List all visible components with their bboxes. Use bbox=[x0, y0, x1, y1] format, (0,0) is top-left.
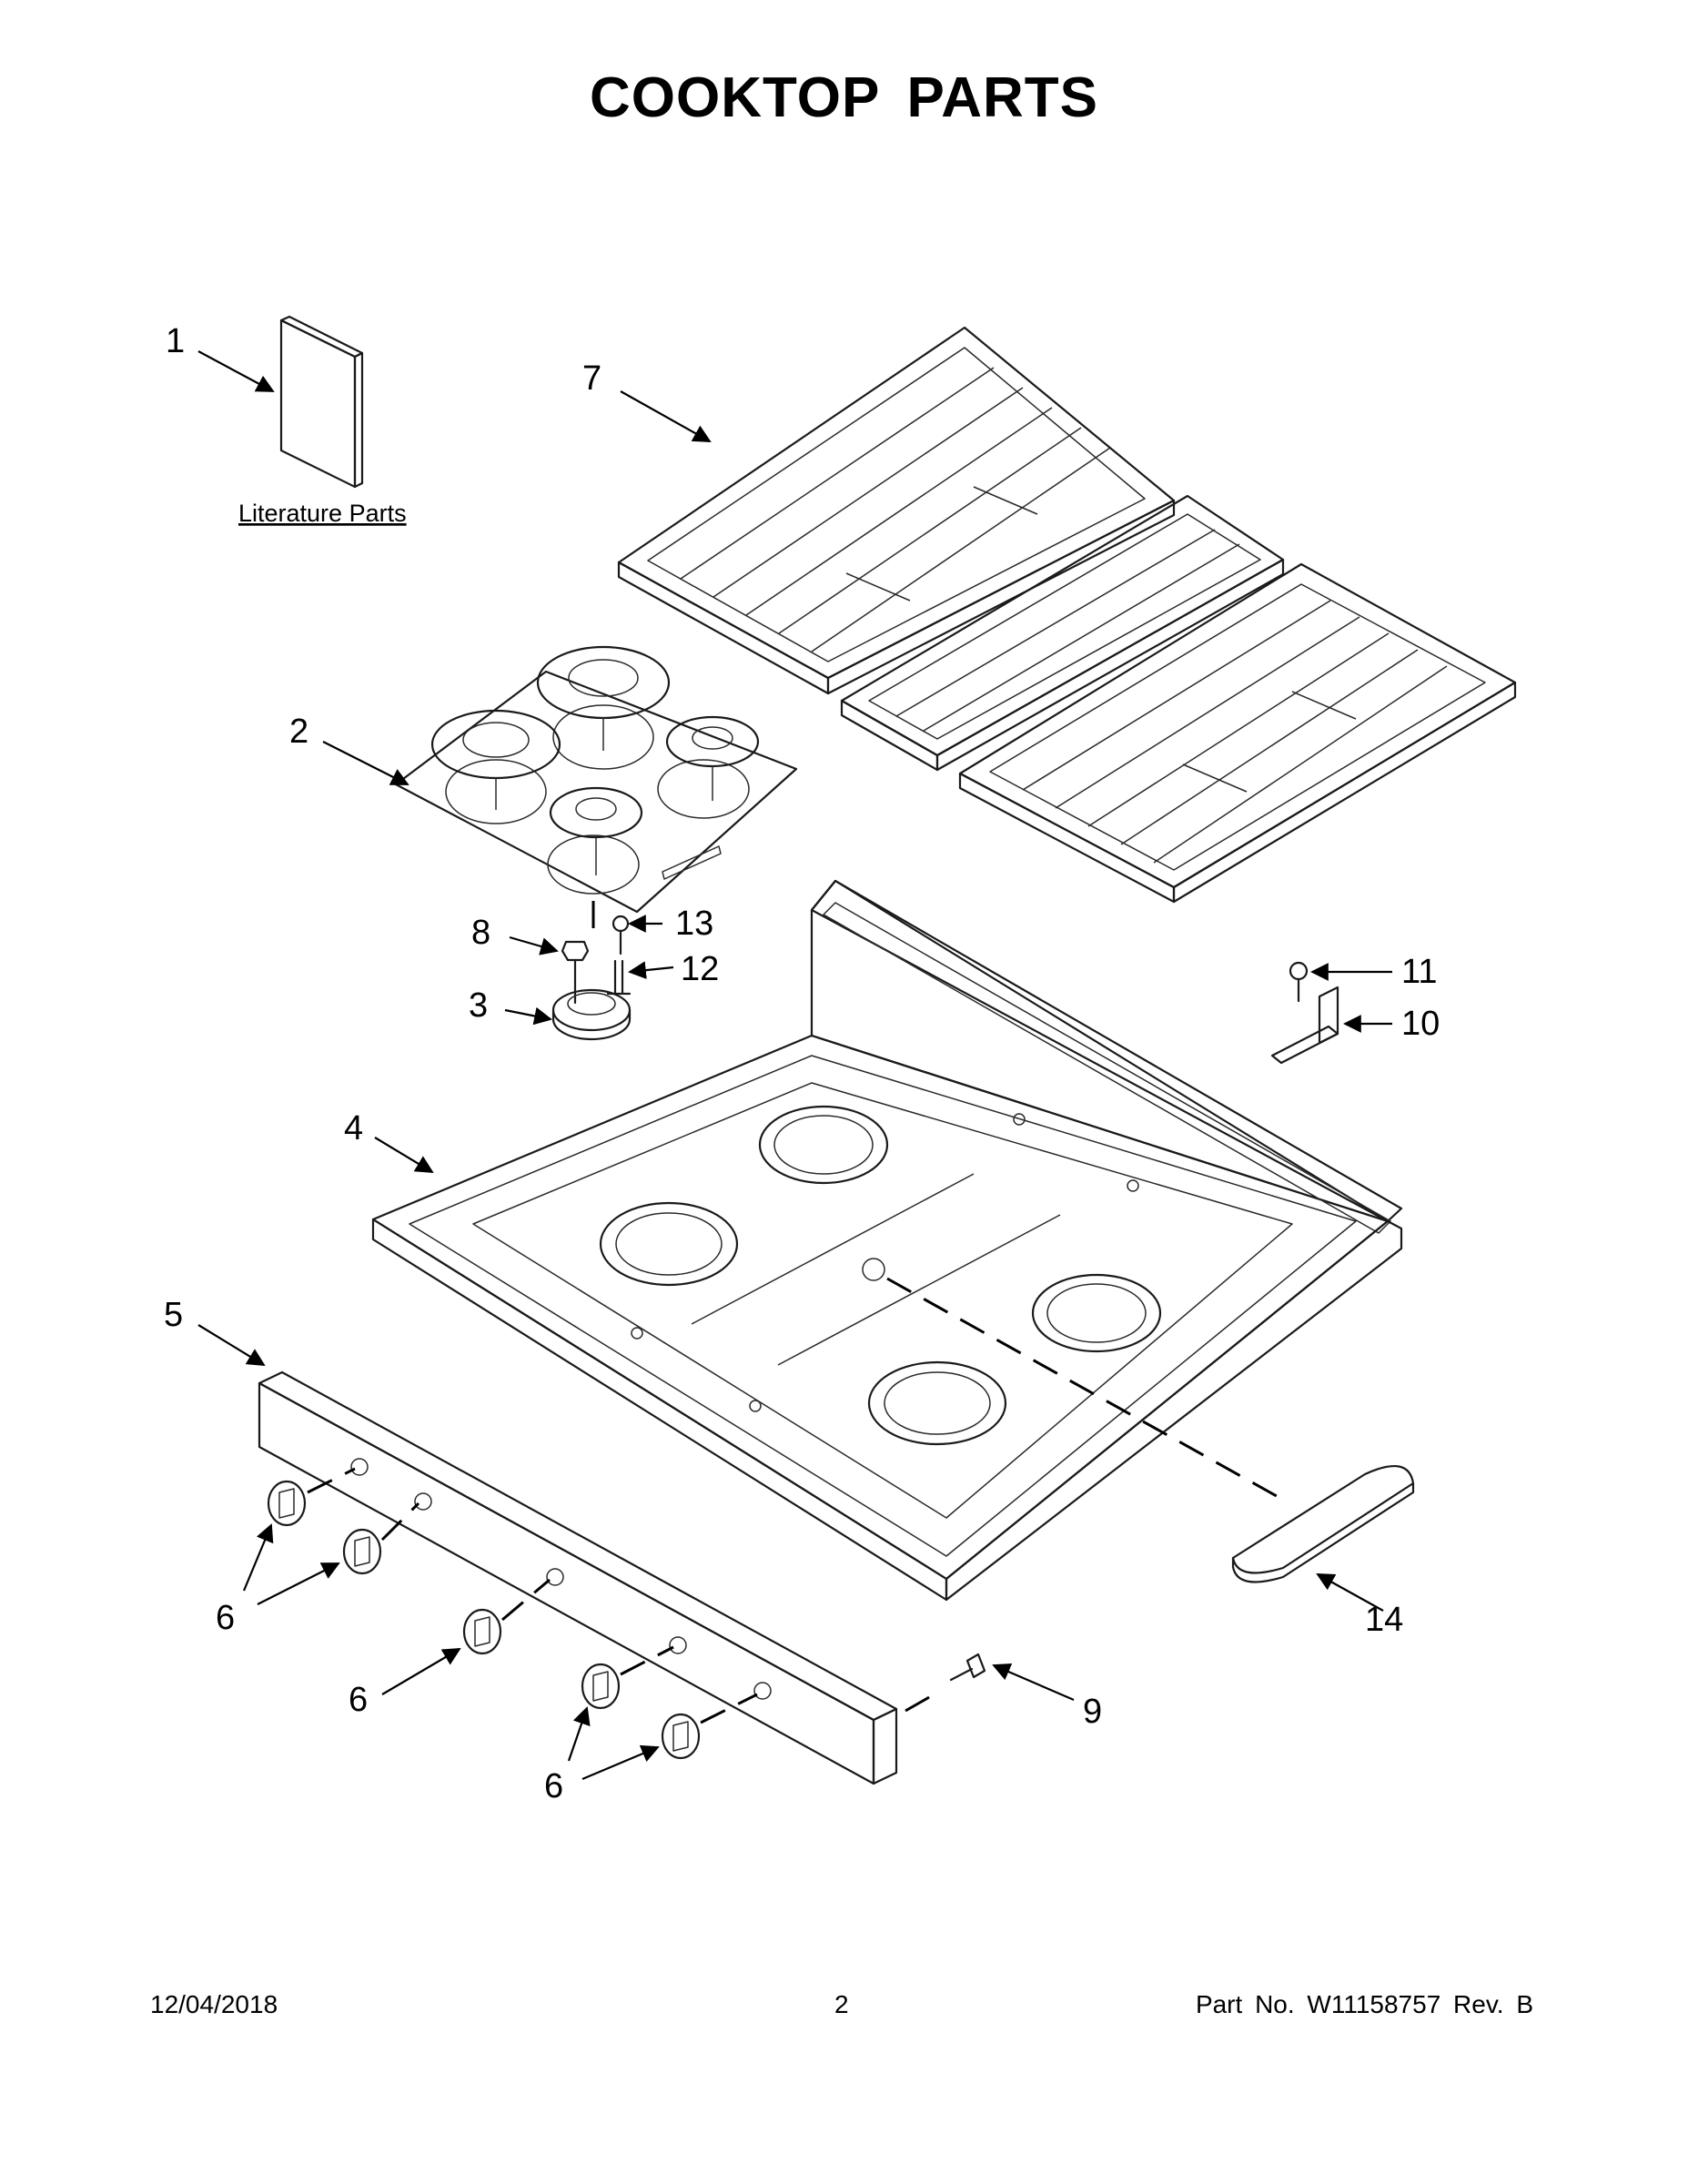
bracket-screw bbox=[1289, 961, 1309, 1003]
callout-6: 6 bbox=[544, 1767, 563, 1805]
guide-line bbox=[620, 1645, 674, 1676]
main-cooktop bbox=[371, 879, 1403, 1602]
callout-2: 2 bbox=[289, 713, 308, 751]
control-knob bbox=[462, 1608, 502, 1655]
guide-line bbox=[700, 1693, 758, 1724]
panel-screw bbox=[949, 1653, 986, 1682]
callout-6: 6 bbox=[216, 1599, 235, 1637]
guide-line bbox=[905, 1691, 938, 1713]
burner-base bbox=[551, 988, 632, 1041]
control-knob bbox=[661, 1713, 701, 1760]
literature-parts-label: Literature Parts bbox=[238, 500, 407, 527]
callout-14: 14 bbox=[1365, 1601, 1403, 1639]
footer-part-number: Part No. W11158757 Rev. B bbox=[1195, 1990, 1533, 2018]
callout-11: 11 bbox=[1401, 953, 1437, 991]
cooktop-cover bbox=[1231, 1465, 1415, 1583]
callout-5: 5 bbox=[164, 1296, 183, 1334]
control-panel bbox=[258, 1370, 898, 1785]
guide-line bbox=[380, 1502, 420, 1542]
callout-1: 1 bbox=[166, 322, 185, 360]
page-title: COOKTOP PARTS bbox=[590, 66, 1098, 129]
guide-line bbox=[886, 1277, 1284, 1502]
electrode-screw bbox=[612, 915, 630, 956]
burner-grate-right bbox=[958, 562, 1517, 904]
callout-4: 4 bbox=[344, 1109, 363, 1148]
callout-9: 9 bbox=[1083, 1693, 1102, 1731]
guide-line bbox=[307, 1467, 356, 1494]
callout-12: 12 bbox=[681, 950, 719, 988]
callout-6: 6 bbox=[349, 1681, 368, 1719]
footer-date: 12/04/2018 bbox=[150, 1990, 278, 2018]
callout-3: 3 bbox=[469, 986, 488, 1025]
callout-arrows bbox=[197, 350, 1392, 1781]
callout-8: 8 bbox=[471, 914, 490, 952]
burner-heads-assembly bbox=[394, 645, 798, 914]
mounting-bracket bbox=[1270, 986, 1339, 1065]
literature-booklet bbox=[279, 315, 364, 489]
guide-line bbox=[501, 1578, 551, 1622]
callout-13: 13 bbox=[675, 905, 713, 943]
control-knob bbox=[342, 1528, 382, 1575]
burner-grate-left bbox=[617, 326, 1176, 695]
igniter-electrode bbox=[606, 959, 632, 996]
control-knob bbox=[267, 1480, 307, 1527]
callout-7: 7 bbox=[582, 359, 601, 398]
control-knob bbox=[581, 1663, 621, 1710]
footer-page-number: 2 bbox=[834, 1990, 849, 2018]
callout-10: 10 bbox=[1401, 1005, 1440, 1043]
